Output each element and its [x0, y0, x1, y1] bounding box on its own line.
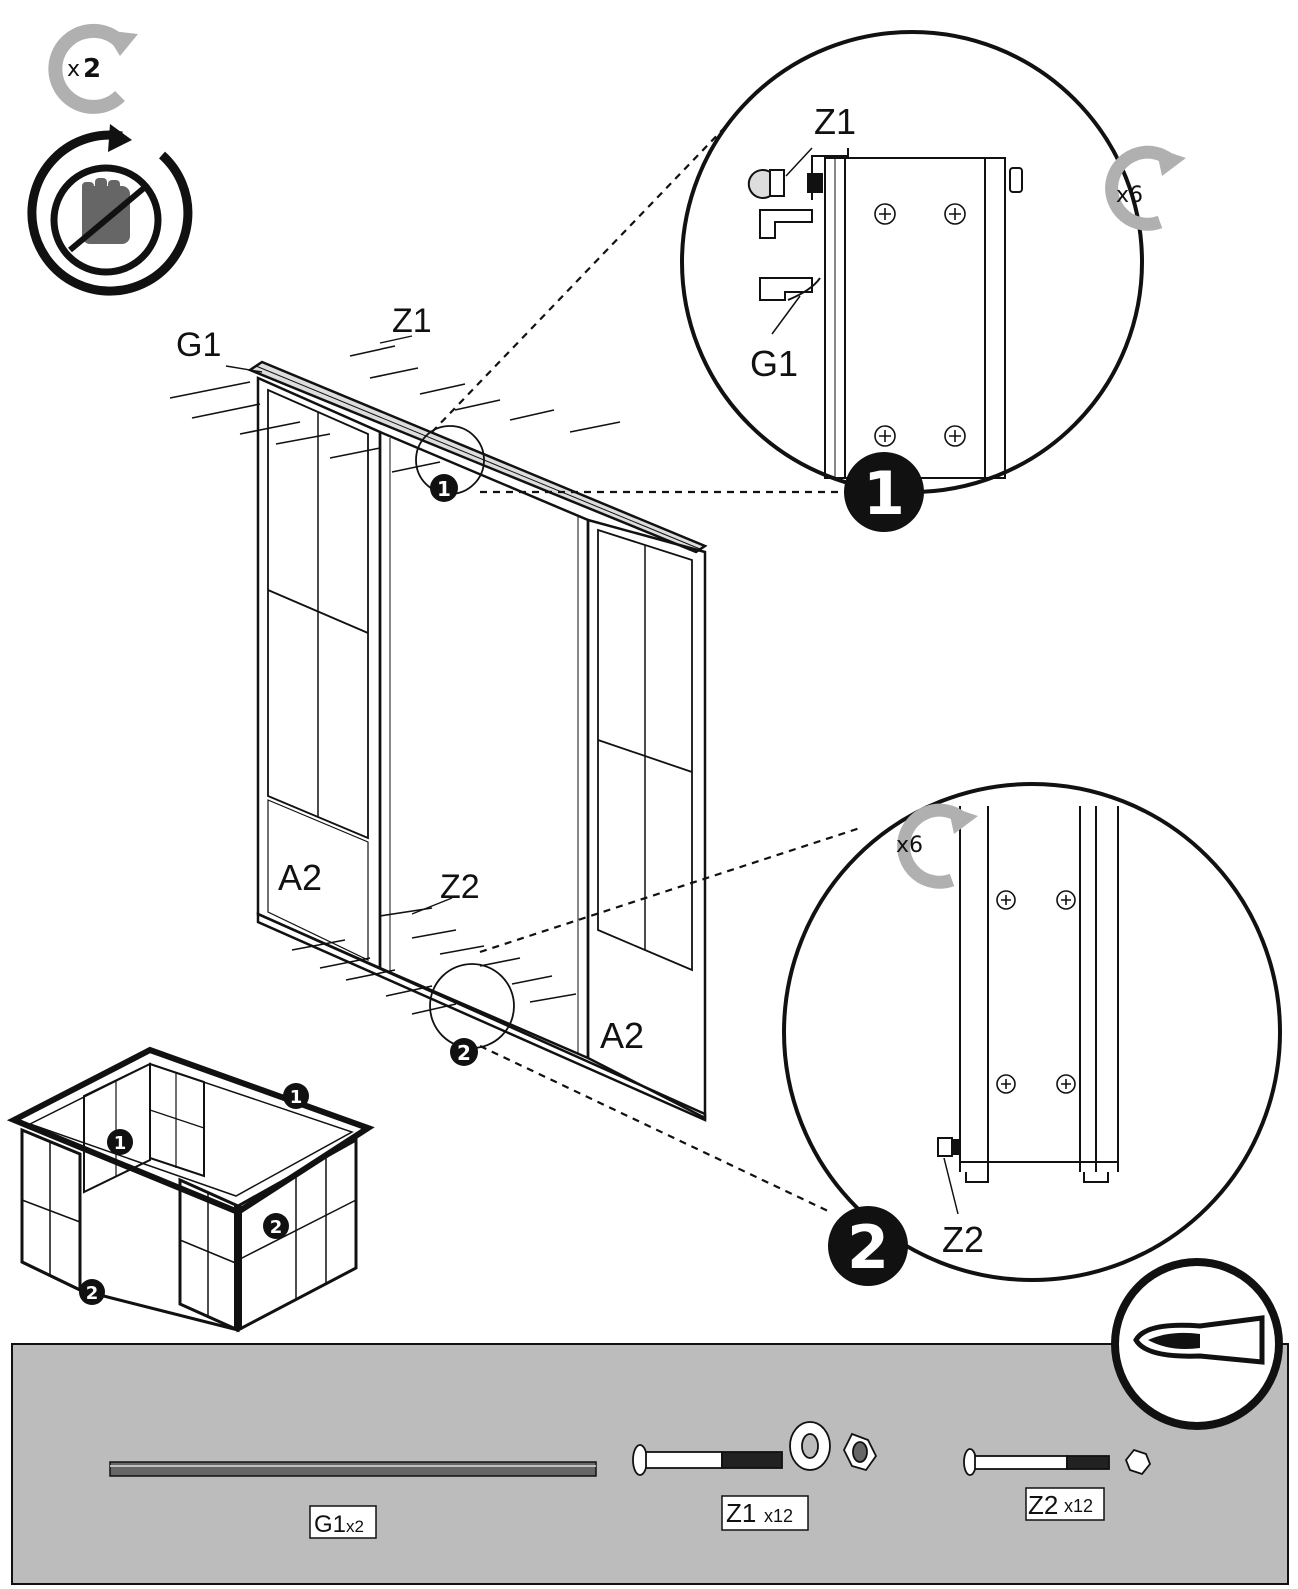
marker-2-small: 2 [450, 1038, 478, 1066]
svg-text:1: 1 [863, 459, 905, 529]
detail-2-z2-label: Z2 [942, 1219, 984, 1260]
svg-text:1: 1 [114, 1133, 127, 1154]
svg-text:Z2: Z2 [1028, 1490, 1058, 1520]
overview-marker-2-bottom: 2 [79, 1279, 105, 1305]
svg-text:x2: x2 [346, 1517, 364, 1536]
svg-text:x12: x12 [1064, 1496, 1093, 1516]
a2-left-label: A2 [278, 857, 322, 898]
repeat-x2-icon: x 2 [48, 23, 138, 114]
svg-text:1: 1 [290, 1087, 303, 1108]
svg-text:G1: G1 [314, 1511, 346, 1538]
detail-1-number-badge [844, 452, 924, 532]
svg-text:2: 2 [86, 1283, 99, 1304]
z1-label: Z1 [392, 302, 432, 340]
overview-pavilion [6, 1046, 375, 1333]
detail-1-view: Z1 G1 1 x6 [680, 30, 1186, 532]
detail-2-callout-circle [429, 963, 515, 1049]
detail-1-repeat-x6-icon: x6 [1105, 145, 1186, 231]
svg-text:1: 1 [437, 477, 451, 501]
svg-text:2: 2 [270, 1217, 283, 1238]
detail-leaders [431, 123, 861, 1213]
z2-part-label: Z2 x12 [1025, 1487, 1105, 1521]
z1-part-label: Z1 x12 [721, 1495, 809, 1531]
svg-text:x6: x6 [896, 833, 923, 858]
svg-text:Z1: Z1 [726, 1498, 756, 1528]
detail-2-number-badge [828, 1206, 908, 1286]
g1-label: G1 [176, 326, 221, 364]
svg-text:x12: x12 [764, 1506, 793, 1526]
z2-bolt-part [963, 1448, 1152, 1476]
detail-1-g1-label: G1 [750, 343, 798, 384]
overview-marker-1-top: 1 [283, 1083, 309, 1109]
g1-rail-part [109, 1461, 597, 1477]
no-power-drill-icon [27, 124, 193, 296]
z2-label: Z2 [440, 868, 480, 906]
overview-marker-2-right: 2 [263, 1213, 289, 1239]
g1-part-label: G1 x2 [309, 1505, 377, 1539]
svg-text:2: 2 [457, 1041, 471, 1065]
svg-text:x: x [67, 57, 80, 82]
a2-right-label: A2 [600, 1015, 644, 1056]
phillips-screwdriver-icon [1111, 1258, 1283, 1430]
overview-marker-1-left: 1 [107, 1129, 133, 1155]
detail-2-view: Z2 2 x6 [782, 782, 1282, 1286]
detail-1-z1-label: Z1 [814, 101, 856, 142]
detail-2-repeat-x6-icon: x6 [896, 803, 978, 889]
z1-bolt-part [632, 1421, 878, 1476]
panel-assembly [169, 335, 708, 1122]
parts-tray: G1 x2 Z1 x12 Z2 x12 [11, 1343, 1289, 1585]
svg-text:x6: x6 [1116, 183, 1143, 208]
marker-1-small: 1 [430, 474, 458, 502]
svg-text:2: 2 [847, 1213, 889, 1283]
repeat-multiplier: 2 [83, 54, 101, 84]
